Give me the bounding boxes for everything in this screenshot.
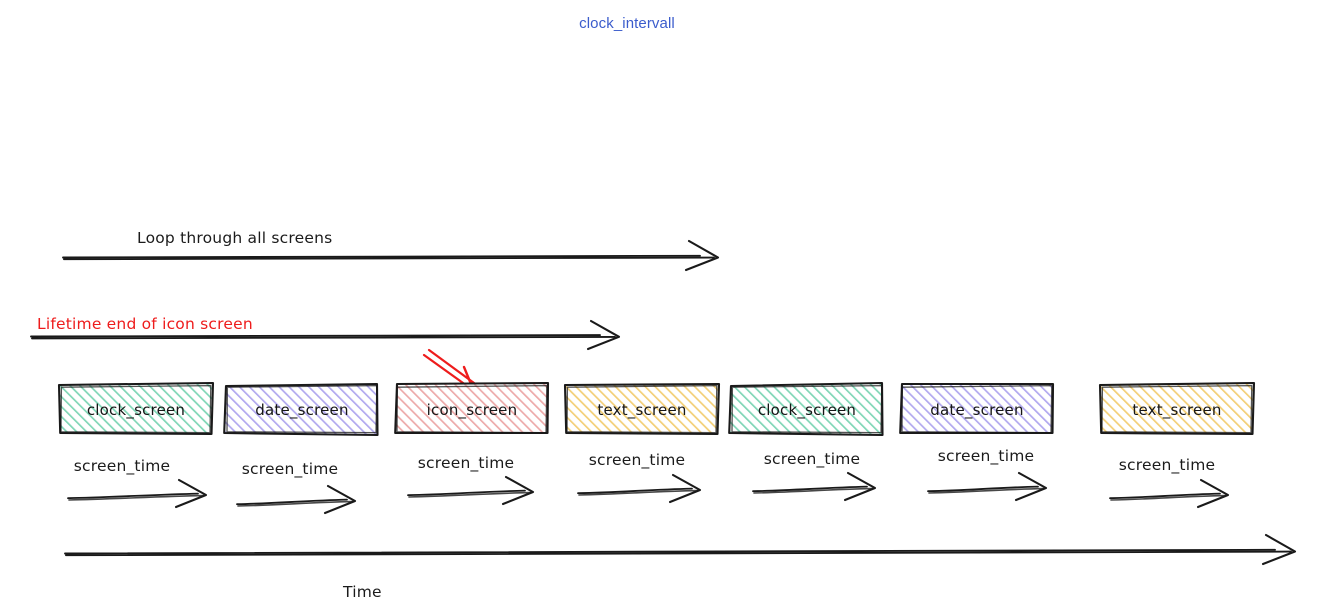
screen-box-outline-inner (396, 384, 548, 434)
screen-time-label: screen_time (589, 451, 686, 470)
time-axis: Time (64, 533, 1297, 601)
screen-box-outline (728, 381, 884, 437)
screen-box-label: clock_screen (758, 401, 856, 420)
screen-box-outline (223, 382, 379, 437)
screen-box-fill (224, 384, 378, 435)
screen-box-outline-inner (60, 384, 212, 434)
screen-time-label: screen_time (74, 457, 171, 476)
screen-time-arrow-line (927, 485, 1039, 493)
screen-box-fill (900, 384, 1053, 433)
screen-time-arrow-head (843, 471, 877, 502)
screen-time-arrow: screen_time (577, 451, 702, 504)
screen-time-arrow: screen_time (236, 460, 357, 515)
lifetime-label: Lifetime end of icon screen (37, 315, 253, 333)
screen-time-label: screen_time (242, 460, 339, 479)
screen-box-outline (563, 382, 721, 436)
screen-time-arrow-line (407, 489, 526, 497)
loop-arrow-head (684, 239, 720, 272)
screen-time-arrow-line (1109, 492, 1221, 500)
screen-time-arrow-line-2 (928, 487, 1045, 494)
screen-box-outline-inner (731, 384, 883, 434)
screen-time-arrow-line-2 (68, 494, 205, 501)
screen-time-arrow: screen_time (927, 447, 1048, 502)
screen-time-arrow-line (752, 485, 868, 493)
screen-time-label: screen_time (764, 450, 861, 469)
loop-annotation: Loop through all screens (62, 229, 720, 272)
screen-box[interactable]: clock_screen (57, 381, 215, 436)
screen-box[interactable]: text_screen (563, 382, 721, 436)
screen-time-arrow-head (323, 484, 357, 515)
lifetime-annotation: Lifetime end of icon screen (30, 315, 621, 351)
time-axis-line (64, 548, 1276, 555)
time-axis-arrow-head (1261, 533, 1297, 566)
screen-box-label: icon_screen (427, 401, 518, 420)
loop-arrow-line (62, 254, 701, 259)
screen-time-arrow-line-2 (1110, 494, 1227, 501)
screen-box-fill (395, 383, 548, 433)
screen-time-arrow-line (577, 487, 693, 495)
screen-boxes-group: clock_screen date_screen icon_screen text_s… (57, 381, 1256, 437)
screen-box-label: date_screen (255, 401, 348, 420)
lifetime-arrow-line (30, 334, 601, 338)
screen-box-fill (565, 384, 719, 434)
screen-time-label: screen_time (1119, 456, 1216, 475)
loop-label: Loop through all screens (137, 229, 332, 247)
screen-time-arrow-line-2 (753, 487, 874, 494)
screen-box-outline-inner (901, 384, 1053, 434)
screen-time-arrow: screen_time (67, 457, 208, 509)
screen-time-label: screen_time (418, 454, 515, 473)
screen-box[interactable]: clock_screen (728, 381, 884, 437)
screen-box-label: date_screen (930, 401, 1023, 420)
screen-time-arrow-line (236, 498, 348, 506)
screen-box-outline (57, 381, 215, 436)
screen-time-group: screen_time screen_time screen_time screen_… (67, 447, 1230, 515)
lifetime-arrow-head (586, 319, 621, 351)
screen-box-outline-inner (1101, 384, 1253, 434)
screen-time-arrow-line-2 (578, 489, 699, 496)
screen-box[interactable]: text_screen (1098, 381, 1256, 436)
screen-time-arrow: screen_time (752, 450, 877, 502)
screen-time-arrow-head (501, 475, 535, 506)
screen-box[interactable]: icon_screen (394, 381, 550, 435)
screen-time-arrow-head (174, 478, 208, 509)
screen-box[interactable]: date_screen (899, 382, 1055, 435)
screen-box-label: clock_screen (87, 401, 185, 420)
time-axis-line-2 (65, 550, 1292, 557)
screen-box-fill (729, 383, 883, 435)
screen-time-arrow: screen_time (407, 454, 535, 506)
screen-time-arrow-line (67, 492, 199, 500)
loop-arrow-line-2 (63, 256, 715, 261)
screen-box-outline (394, 381, 550, 435)
screen-time-arrow-head (1196, 478, 1230, 509)
time-axis-label: Time (342, 583, 382, 601)
screen-time-arrow-head (1014, 471, 1048, 502)
screen-box-outline (899, 382, 1055, 435)
screen-box-outline (1098, 381, 1256, 436)
screen-box-label: text_screen (1132, 401, 1221, 420)
page-title: clock_intervall (579, 15, 675, 32)
screen-box-fill (1100, 383, 1254, 434)
screen-time-arrow-line-2 (408, 491, 532, 498)
screen-box-outline-inner (226, 384, 378, 434)
screen-time-label: screen_time (938, 447, 1035, 466)
screen-box[interactable]: date_screen (223, 382, 379, 437)
screen-box-label: text_screen (597, 401, 686, 420)
lifetime-arrow-line-2 (31, 335, 616, 340)
screen-time-arrow-head (668, 473, 702, 504)
screen-box-outline-inner (566, 384, 718, 434)
screen-box-fill (59, 383, 213, 434)
screen-time-arrow-line-2 (237, 500, 354, 507)
screen-time-arrow: screen_time (1109, 456, 1230, 509)
